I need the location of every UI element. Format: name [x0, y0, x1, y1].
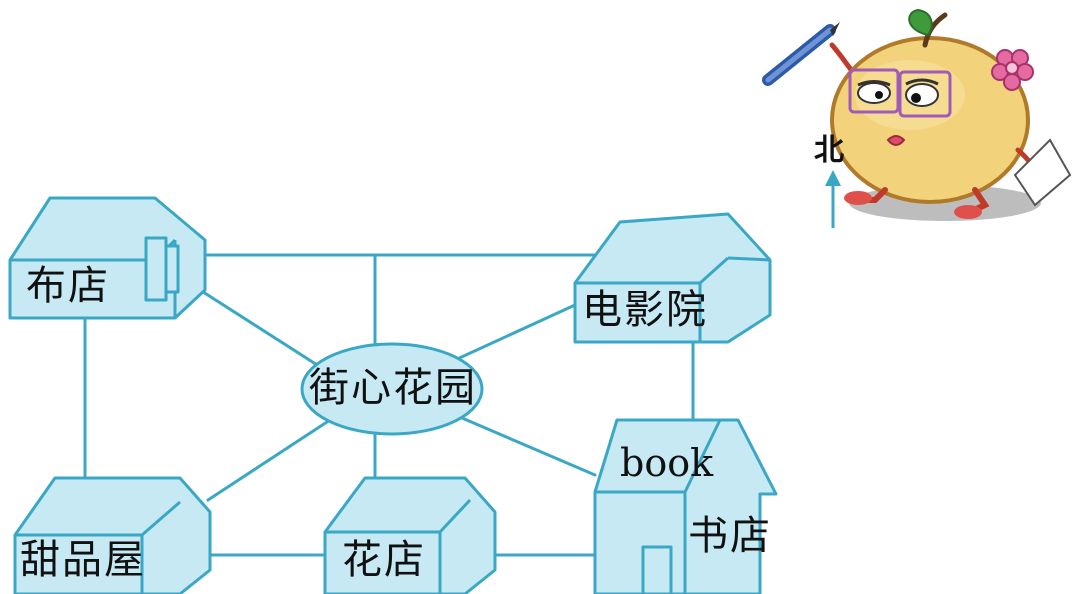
flower-shop-building	[323, 476, 497, 594]
pencil-icon	[762, 22, 840, 86]
apple-mascot-illustration	[762, 8, 1072, 221]
road-garden-to-bookstore	[453, 413, 597, 477]
road-garden-to-dessert	[206, 418, 332, 502]
dessert-house-building	[13, 476, 212, 594]
cloth-store-building	[8, 196, 207, 320]
central-garden-ellipse	[300, 342, 484, 436]
cinema-building	[573, 212, 772, 344]
cloth-store-label: 布店	[26, 263, 110, 309]
leaf-icon	[908, 8, 933, 37]
north-arrow	[825, 170, 841, 228]
flower-icon	[991, 49, 1034, 91]
bookstore-sign-label: book	[620, 441, 714, 485]
dessert-house-label: 甜品屋	[20, 537, 146, 583]
bookstore-label: 书店	[688, 513, 772, 559]
bookstore-building	[593, 418, 778, 594]
paper-sheet	[1013, 138, 1072, 207]
cinema-label: 电影院	[582, 287, 708, 333]
glasses	[848, 68, 952, 118]
north-label: 北	[814, 133, 844, 168]
road-network	[83, 253, 695, 557]
road-cinema-to-garden	[453, 303, 577, 362]
central-garden-label: 街心花园	[309, 365, 477, 411]
road-cloth-to-garden	[198, 288, 327, 372]
flower-shop-label: 花店	[342, 537, 426, 583]
